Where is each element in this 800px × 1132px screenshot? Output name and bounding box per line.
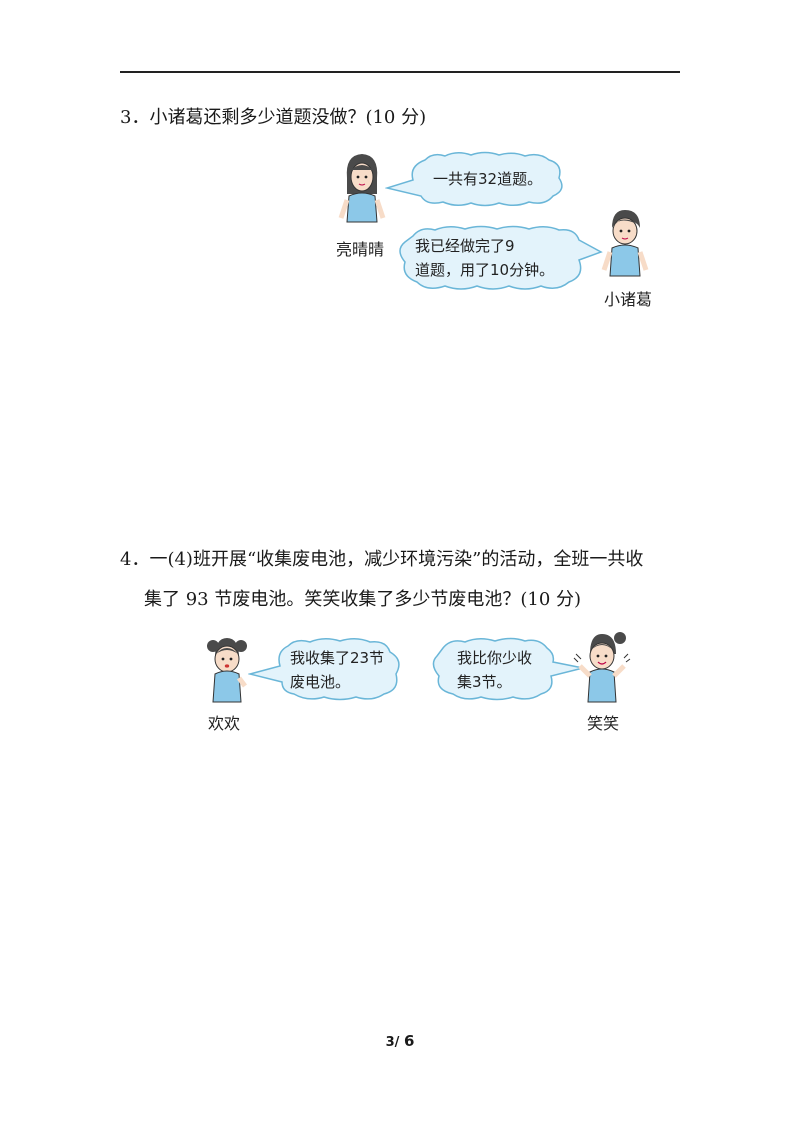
speech-bubble-text: 我收集了23节 废电池。 — [290, 649, 385, 691]
speech-bubble-q4-1: 我收集了23节 废电池。 — [248, 634, 408, 704]
question-4: 4．一(4)班开展“收集废电池，减少环境污染”的活动，全班一共收 集了 93 节… — [120, 540, 685, 620]
page-current: 3/ — [385, 1035, 400, 1050]
page-number: 3/ 6 — [0, 1032, 800, 1050]
boy-xiaozhuge-figure — [600, 206, 650, 284]
question-4-line-1: 4．一(4)班开展“收集废电池，减少环境污染”的活动，全班一共收 — [120, 549, 644, 570]
question-4-line-2: 集了 93 节废电池。笑笑收集了多少节废电池？(10 分) — [144, 589, 582, 610]
speech-bubble-q3-2: 我已经做完了9 道题，用了10分钟。 — [393, 222, 603, 294]
speech-bubble-q3-1: 一共有32道题。 — [385, 150, 575, 210]
speaker-label-liangqingqing: 亮晴晴 — [336, 240, 385, 259]
speech-bubble-q4-2: 我比你少收 集3节。 — [425, 634, 585, 704]
speech-bubble-text: 一共有32道题。 — [433, 170, 543, 188]
question-3: 3．小诸葛还剩多少道题没做？(10 分) — [120, 107, 427, 128]
speaker-label-huanhuan: 欢欢 — [208, 714, 241, 733]
speaker-label-xiaoxiao: 笑笑 — [587, 714, 620, 733]
top-rule — [120, 71, 680, 73]
speech-bubble-text: 我比你少收 集3节。 — [457, 649, 533, 691]
speech-bubble-text: 我已经做完了9 道题，用了10分钟。 — [415, 237, 555, 279]
girl-liangqingqing-figure — [337, 150, 387, 232]
girl-xiaoxiao-figure — [572, 626, 632, 708]
girl-huanhuan-figure — [203, 632, 251, 708]
page-total: 6 — [403, 1032, 415, 1050]
speaker-label-xiaozhuge: 小诸葛 — [604, 290, 653, 309]
